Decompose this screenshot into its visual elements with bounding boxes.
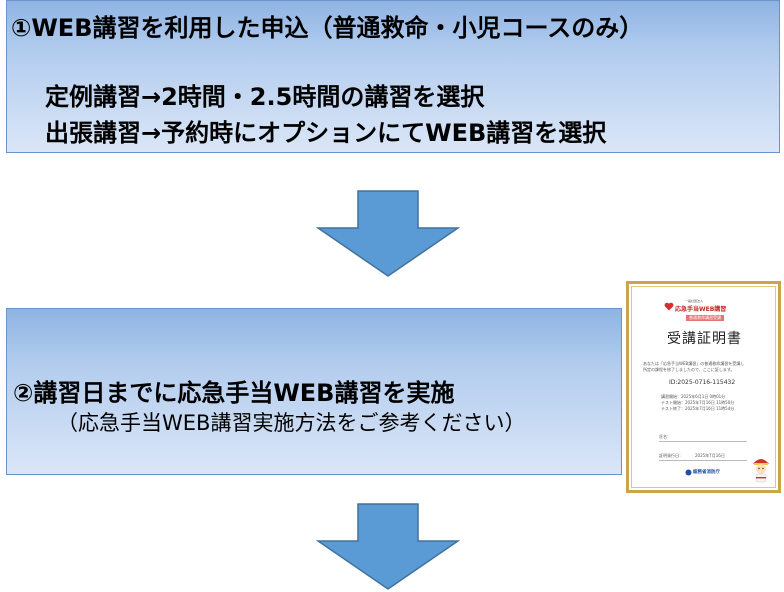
certificate-name-line [659, 441, 747, 442]
down-arrow-icon [316, 503, 460, 590]
firefighter-mascot-icon [753, 459, 769, 483]
step-1-onsite-course-text: 出張講習→予約時にオプションにてWEB講習を選択 [45, 119, 607, 147]
certificate-body-line-1: あなたは「応急手当WEB講習」の普通救命講習を受講し [643, 361, 745, 366]
certificate-id: ID:2025-0716-115432 [669, 379, 736, 386]
certificate-badge: 普通救命講習受講 [686, 315, 724, 321]
step-2-subtitle: （応急手当WEB講習実施方法をご参考ください） [57, 411, 526, 435]
certificate-detail-3: テスト終了：2025年7月16日 11時54分 [661, 406, 735, 411]
step-1-box: ①WEB講習を利用した申込（普通救命・小児コースのみ） 定例講習→2時間・2.5… [6, 0, 780, 153]
step-2-title: ②講習日までに応急手当WEB講習を実施 [13, 379, 455, 407]
certificate-image: 一般社団法人 応急手当WEB講習 普通救命講習受講 受講証明書 あなたは「応急手… [626, 281, 781, 493]
certificate-issuer: 総務省消防庁 [693, 470, 720, 475]
certificate-header: 応急手当WEB講習 [675, 306, 727, 313]
certificate-header-small: 一般社団法人 [685, 299, 704, 303]
step-2-box: ②講習日までに応急手当WEB講習を実施 （応急手当WEB講習実施方法をご参考くだ… [6, 308, 622, 475]
step-1-regular-course-text: 定例講習→2時間・2.5時間の講習を選択 [45, 83, 485, 111]
certificate-title: 受講証明書 [667, 331, 742, 347]
certificate-date-label: 証明発行日： [659, 453, 683, 458]
certificate-date-line [659, 460, 747, 461]
certificate-detail-1: 講習開始：2025年6月1日 0時01分 [661, 394, 726, 399]
certificate-body-line-2: 所定の課程を修了しましたので、ここに証します。 [643, 367, 735, 372]
heart-logo-icon [664, 302, 674, 311]
emblem-icon [685, 469, 692, 476]
step-1-title: ①WEB講習を利用した申込（普通救命・小児コースのみ） [11, 14, 644, 42]
down-arrow-icon [316, 190, 460, 277]
certificate-date-value: 2025年7月16日 [695, 453, 725, 458]
certificate-name-label: 氏名： [659, 434, 671, 439]
certificate-detail-2: テスト開始：2025年7月16日 11時50分 [661, 400, 735, 405]
